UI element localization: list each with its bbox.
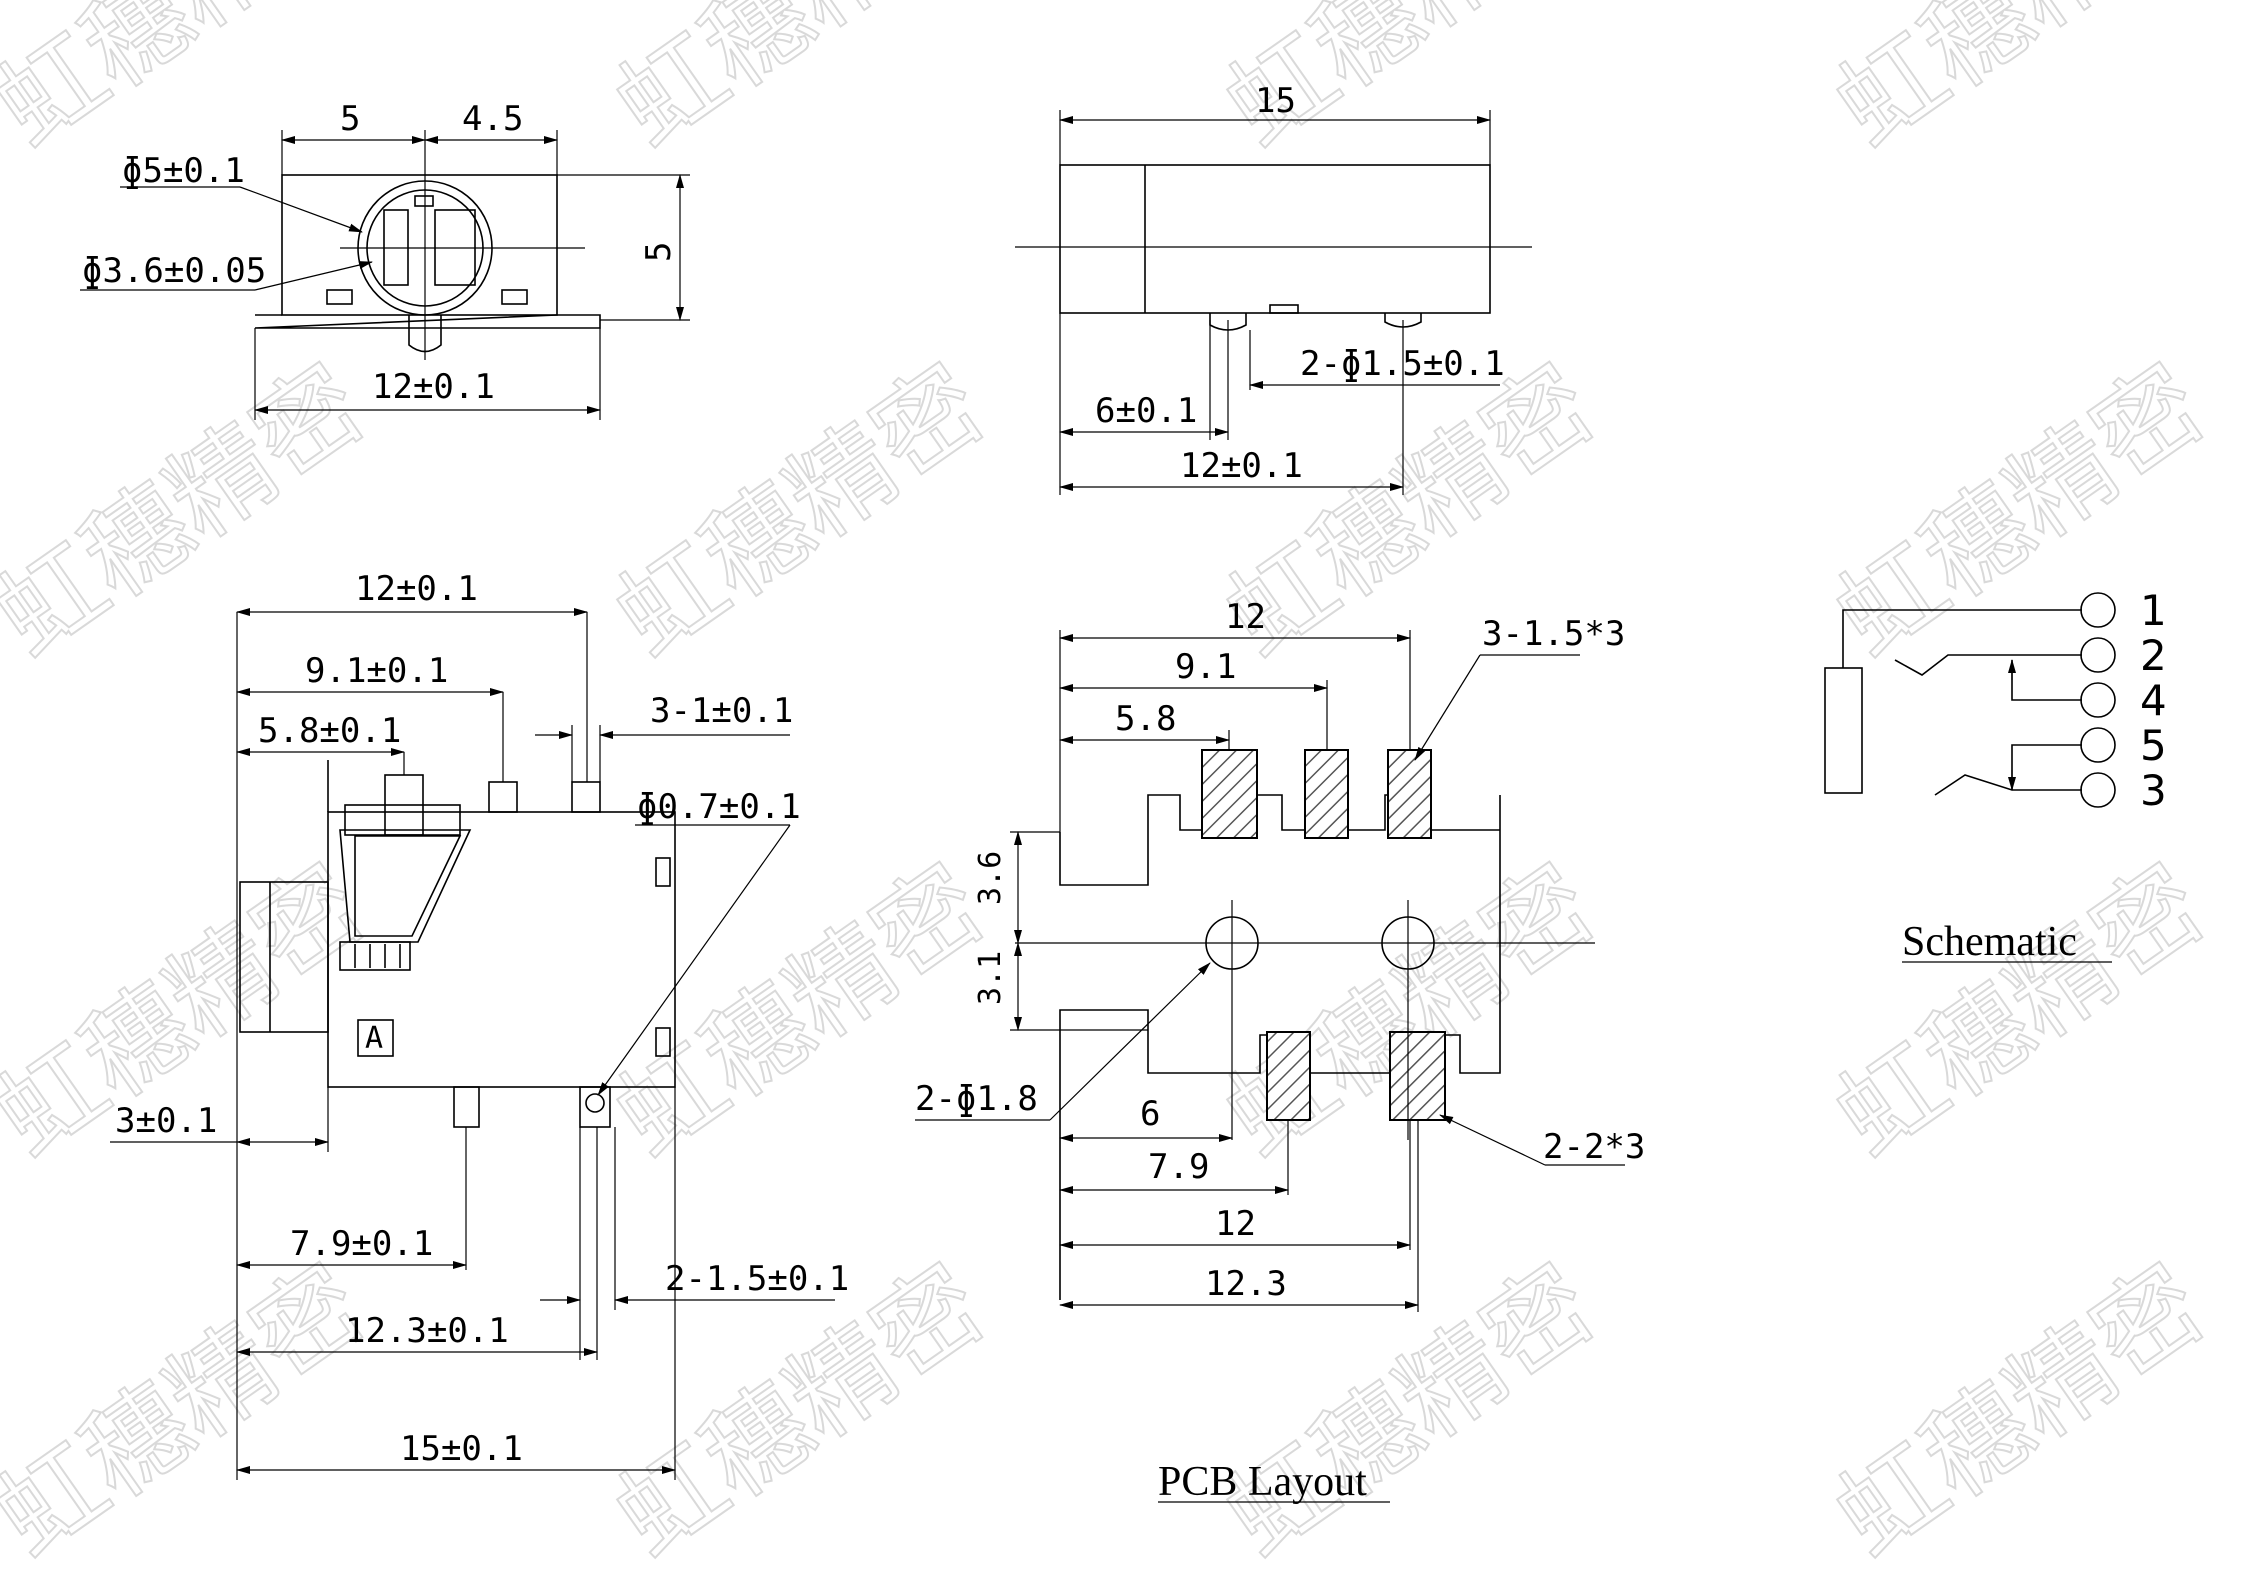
top-view: A 12±0.1 9.1±0.1 5.8±0.1 3-1±0.1 ɸ0.7±0.… — [110, 569, 849, 1480]
pcb-dim-5-8: 5.8 — [1115, 699, 1176, 739]
pcb-dim-6: 6 — [1140, 1094, 1160, 1134]
dim-outer-diameter: ɸ5±0.1 — [122, 151, 245, 191]
watermark: 虹穗精密 — [0, 1242, 385, 1581]
contact-top — [414, 195, 434, 207]
top-pin-3 — [571, 781, 601, 813]
pcb-dim-3-6: 3.6 — [973, 851, 1008, 905]
pin-hole — [585, 1093, 605, 1113]
contact-spring — [339, 829, 472, 943]
schematic-terminal-3 — [2080, 772, 2116, 808]
pcb-dim-pad-bottom: 2-2*3 — [1543, 1127, 1645, 1167]
pcb-pad-top-2 — [1304, 749, 1349, 839]
dim-side-pin-span: 12±0.1 — [1180, 446, 1303, 486]
side-tab — [1269, 304, 1299, 314]
schematic-pin-label: 5 — [2140, 721, 2167, 770]
right-tab-1 — [655, 857, 671, 887]
dim-top-3: 3±0.1 — [115, 1101, 217, 1141]
pcb-layout: 12 9.1 5.8 3-1.5*3 3.6 3.1 2-ɸ1.8 6 7.9 … — [915, 597, 1645, 1505]
schematic-title: Schematic — [1902, 919, 2077, 965]
watermark: 虹穗精密 — [1814, 1242, 2225, 1581]
pcb-layout-title: PCB Layout — [1158, 1459, 1367, 1505]
dim-top-pin2: 2-1.5±0.1 — [665, 1259, 849, 1299]
pcb-pad-top-3 — [1387, 749, 1432, 839]
schematic-terminal-2 — [2080, 637, 2116, 673]
contact-spring-inner — [354, 835, 462, 937]
dim-top-body: 12±0.1 — [355, 569, 478, 609]
watermark: 虹穗精密 — [594, 342, 1005, 681]
pcb-pad-top-1 — [1201, 749, 1258, 839]
body-mark-box — [357, 1019, 394, 1057]
pcb-dim-7-9: 7.9 — [1148, 1147, 1209, 1187]
dim-side-length: 15 — [1255, 81, 1296, 121]
pcb-dim-12-bottom: 12 — [1215, 1204, 1256, 1244]
watermark: 虹穗精密 — [594, 0, 1005, 170]
top-pin-2 — [488, 781, 518, 813]
watermark: 虹穗精密 — [0, 0, 385, 170]
dim-front-height: 5 — [639, 242, 679, 262]
dim-front-right: 4.5 — [462, 99, 523, 139]
dim-inner-diameter: ɸ3.6±0.05 — [82, 251, 266, 291]
pcb-dim-3-1: 3.1 — [973, 951, 1008, 1005]
watermark: 虹穗精密 — [1814, 0, 2225, 170]
watermark: 虹穗精密 — [0, 342, 385, 681]
schematic-terminal-4 — [2080, 682, 2116, 718]
schematic-wire-3 — [1934, 774, 2082, 796]
pcb-dim-9-1: 9.1 — [1175, 647, 1236, 687]
right-tab-2 — [655, 1027, 671, 1057]
dim-side-pin-pos: 6±0.1 — [1095, 391, 1197, 431]
schematic-wire-2 — [1894, 654, 2082, 676]
barrel-outline — [239, 881, 329, 1033]
schematic-terminal-1 — [2080, 592, 2116, 628]
dim-top-total: 15±0.1 — [400, 1429, 523, 1469]
front-flange — [254, 314, 601, 329]
dim-top-5-8: 5.8±0.1 — [258, 711, 401, 751]
side-slot-left — [326, 289, 353, 305]
schematic-pin-label: 2 — [2140, 631, 2167, 680]
schematic-pin-label: 1 — [2140, 586, 2167, 635]
dim-top-hole: ɸ0.7±0.1 — [637, 787, 801, 827]
side-slot-right — [501, 289, 528, 305]
schematic: 1 2 4 5 3 Schematic — [1824, 586, 2167, 965]
dim-side-pin-dia: 2-ɸ1.5±0.1 — [1300, 344, 1505, 384]
pcb-dim-12-3: 12.3 — [1205, 1264, 1287, 1304]
bottom-pin-1 — [453, 1086, 480, 1128]
schematic-sleeve — [1824, 667, 1863, 794]
dim-top-9-1: 9.1±0.1 — [305, 651, 448, 691]
schematic-wire-4 — [2011, 660, 2082, 701]
bottom-pin-2 — [579, 1086, 611, 1128]
body-mark: A — [365, 1021, 383, 1056]
dim-front-left: 5 — [340, 99, 360, 139]
schematic-wire-5 — [2011, 744, 2082, 790]
pcb-pad-bottom-2 — [1389, 1031, 1446, 1121]
schematic-wire-1 — [1842, 609, 2082, 668]
pcb-dim-12-top: 12 — [1225, 597, 1266, 637]
side-view: 15 2-ɸ1.5±0.1 6±0.1 12±0.1 — [1015, 81, 1532, 495]
front-view: 5 4.5 ɸ5±0.1 ɸ3.6±0.05 5 12±0.1 — [80, 99, 690, 420]
dim-top-7-9: 7.9±0.1 — [290, 1224, 433, 1264]
pcb-pad-bottom-1 — [1266, 1031, 1311, 1121]
spring-base — [339, 941, 411, 971]
watermark: 虹穗精密 — [594, 842, 1005, 1181]
schematic-pin-label: 3 — [2140, 766, 2167, 815]
dim-top-pin-width: 3-1±0.1 — [650, 691, 793, 731]
side-body-outline — [1059, 164, 1491, 314]
pcb-dim-pad-top: 3-1.5*3 — [1482, 614, 1625, 654]
dim-top-12-3: 12.3±0.1 — [345, 1311, 509, 1351]
dim-front-total: 12±0.1 — [372, 367, 495, 407]
watermark: 虹穗精密 — [1814, 842, 2225, 1181]
schematic-pin-label: 4 — [2140, 676, 2167, 725]
schematic-terminal-5 — [2080, 727, 2116, 763]
pcb-dim-holes: 2-ɸ1.8 — [915, 1079, 1038, 1119]
